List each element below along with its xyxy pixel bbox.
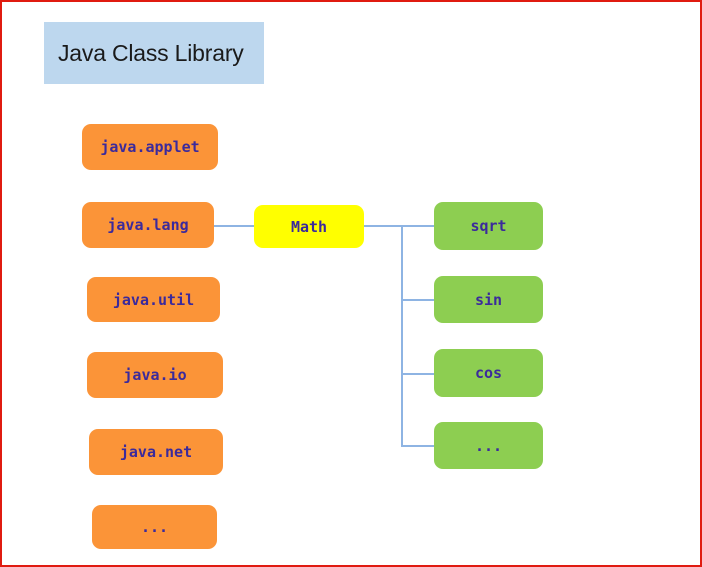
diagram-title-box: Java Class Library <box>44 22 264 84</box>
page-title: Java Class Library <box>58 39 244 66</box>
connector-trunk-to-cos <box>401 373 434 375</box>
connector-trunk-to-sin <box>401 299 434 301</box>
class-node[interactable]: Math <box>254 205 364 248</box>
connector-trunk-to-ellipsis <box>401 445 434 447</box>
method-node-label: ... <box>474 436 503 455</box>
package-node[interactable]: java.applet <box>82 124 218 170</box>
method-node[interactable]: sin <box>434 276 543 323</box>
package-node-label: java.io <box>123 366 187 384</box>
connector-trunk-vertical <box>401 225 403 446</box>
package-node-label: java.lang <box>107 216 189 234</box>
package-node[interactable]: java.util <box>87 277 220 322</box>
package-node[interactable]: java.lang <box>82 202 214 248</box>
connector-lang-to-math <box>214 225 254 227</box>
package-node-label: java.net <box>119 443 193 461</box>
method-node-label: cos <box>474 364 503 382</box>
method-node[interactable]: ... <box>434 422 543 469</box>
connector-math-to-trunk <box>364 225 402 227</box>
package-node[interactable]: java.io <box>87 352 223 398</box>
package-node-label: java.util <box>112 290 195 309</box>
connector-trunk-to-sqrt <box>401 225 434 227</box>
package-node[interactable]: ... <box>92 505 217 549</box>
package-node-label: java.applet <box>100 138 200 156</box>
method-node-label: sin <box>474 290 503 309</box>
method-node-label: sqrt <box>470 217 507 235</box>
method-node[interactable]: sqrt <box>434 202 543 250</box>
package-node-label: ... <box>140 518 169 536</box>
method-node[interactable]: cos <box>434 349 543 397</box>
package-node[interactable]: java.net <box>89 429 223 475</box>
class-node-label: Math <box>290 217 328 236</box>
